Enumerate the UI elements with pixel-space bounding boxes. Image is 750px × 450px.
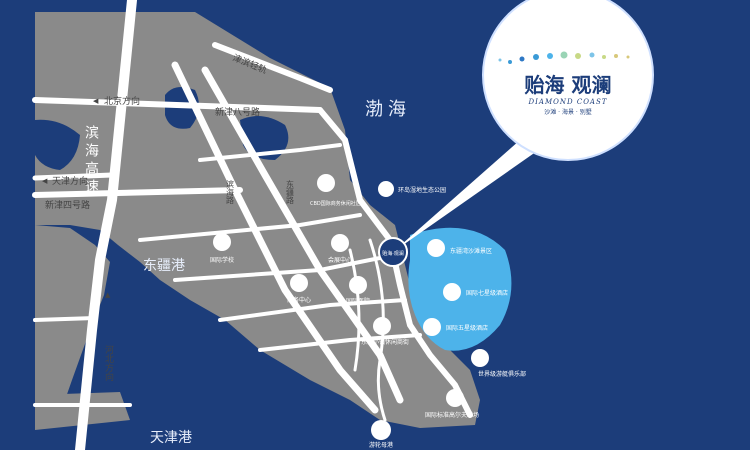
exhibition-icon — [331, 234, 349, 252]
business-icon — [290, 274, 308, 292]
poi-school-label: 国际学校 — [210, 256, 234, 264]
xinjin-si-road-label: 新津四号路 — [45, 199, 90, 211]
sea-label: 渤海 — [365, 99, 411, 120]
poi-hospital[interactable]: 国际医院 — [346, 276, 370, 305]
cross-street-2 — [173, 253, 397, 282]
xinjin-ba-road-label: 新津八号路 — [215, 106, 260, 118]
beijing-direction-label: 北京方向 — [104, 95, 140, 107]
poi-golf-label: 国际标准高尔夫球场 — [425, 411, 479, 419]
poi-cruise-label: 游轮母港 — [369, 441, 393, 449]
cruise-icon — [371, 420, 391, 440]
road-network — [32, 0, 473, 450]
poi-exhibition[interactable]: 会展中心 — [328, 234, 352, 264]
harbor-label-east: 东疆港 — [143, 258, 185, 274]
poi-hotel5[interactable]: 国际五星级酒店 — [423, 318, 488, 336]
binhai-road — [171, 61, 379, 414]
cross-street-1 — [138, 213, 362, 242]
hospital-icon — [349, 276, 367, 294]
poi-golf[interactable]: 国际标准高尔夫球场 — [425, 389, 479, 419]
tianjin-direction-road — [32, 172, 115, 181]
heron-icon — [378, 181, 394, 197]
poi-cruise[interactable]: 游轮母港 — [369, 420, 393, 449]
poi-cbd[interactable]: CBD国际商务休闲社区 — [310, 174, 361, 207]
harbor-label-tianjin: 天津港 — [150, 430, 192, 446]
land-west-lobe — [35, 225, 110, 420]
arrow-left-icon-2: ◀ — [42, 177, 48, 185]
poi-business-label: 商务中心 — [287, 296, 311, 304]
arrow-up-icon: ▲ — [105, 291, 111, 299]
cross-street-3 — [218, 298, 407, 322]
land-mass — [35, 12, 480, 428]
project-marker-icon — [378, 237, 408, 267]
hotel-icon — [443, 283, 461, 301]
shopping-icon — [373, 317, 391, 335]
poi-wetland-label: 环岛湿地生态公园 — [398, 186, 446, 194]
xinjin-si-road — [32, 187, 243, 198]
poi-hotel5-label: 国际五星级酒店 — [446, 324, 488, 332]
logo-tagline: 沙滩 · 海景 · 别墅 — [544, 108, 591, 116]
poi-business[interactable]: 商务中心 — [287, 274, 311, 304]
golf-icon — [446, 389, 464, 407]
svg-text:滨海高速: 滨海高速 — [83, 125, 99, 197]
poi-beach-label: 东疆湾沙滩景区 — [450, 247, 492, 255]
poi-project[interactable]: 贻海·观澜 — [378, 237, 408, 267]
yacht-icon — [471, 349, 489, 367]
poi-yacht[interactable]: 世界级游艇俱乐部 — [471, 349, 526, 378]
poi-wetland[interactable]: 环岛湿地生态公园 — [378, 181, 446, 197]
dongjiang-road-label: 东疆路 — [286, 179, 295, 204]
school-icon — [213, 233, 231, 251]
callout-pointer — [393, 118, 560, 252]
poi-hotel7-label: 国际七星级酒店 — [466, 289, 508, 297]
curve-street-2 — [348, 248, 361, 372]
poi-project-label: 贻海·观澜 — [382, 250, 404, 257]
cross-street-4 — [198, 143, 342, 162]
arrow-left-icon: ◀ — [93, 97, 99, 105]
poi-hospital-label: 国际医院 — [346, 297, 370, 305]
cross-street-5 — [258, 333, 422, 352]
logo-badge — [482, 0, 654, 161]
binhai-road-label: 滨海路 — [226, 179, 235, 204]
expressway-label: 滨海高速 — [83, 125, 99, 197]
poi-hotel7[interactable]: 国际七星级酒店 — [443, 283, 508, 301]
hotel5-icon — [423, 318, 441, 336]
expressway-road — [75, 0, 137, 450]
curve-street-1 — [368, 238, 387, 422]
logo-title: 贻海 观澜 — [525, 73, 612, 97]
buildings-icon — [317, 174, 335, 192]
palm-icon — [427, 239, 445, 257]
inner-lake-west — [35, 119, 80, 170]
hebei-direction-road — [33, 316, 97, 322]
poi-beach[interactable]: 东疆湾沙滩景区 — [427, 239, 492, 257]
light-rail-road — [212, 42, 333, 93]
poi-shopping-label: 东疆小镇休闲商街 — [361, 338, 409, 346]
poi-exhibition-label: 会展中心 — [328, 256, 352, 264]
tianjin-direction-label: 天津方向 — [52, 175, 88, 187]
hebei-direction-label: 河北方向 — [103, 344, 114, 381]
poi-shopping[interactable]: 东疆小镇休闲商街 — [361, 317, 409, 346]
poi-school[interactable]: 国际学校 — [210, 233, 234, 264]
xinjin-ba-road — [32, 97, 323, 113]
coastal-road — [317, 107, 473, 418]
poi-cbd-label: CBD国际商务休闲社区 — [310, 200, 361, 207]
logo-subtitle: DIAMOND COAST — [528, 98, 608, 106]
logo-wave-icon — [498, 51, 630, 64]
poi-yacht-label: 世界级游艇俱乐部 — [478, 370, 526, 378]
